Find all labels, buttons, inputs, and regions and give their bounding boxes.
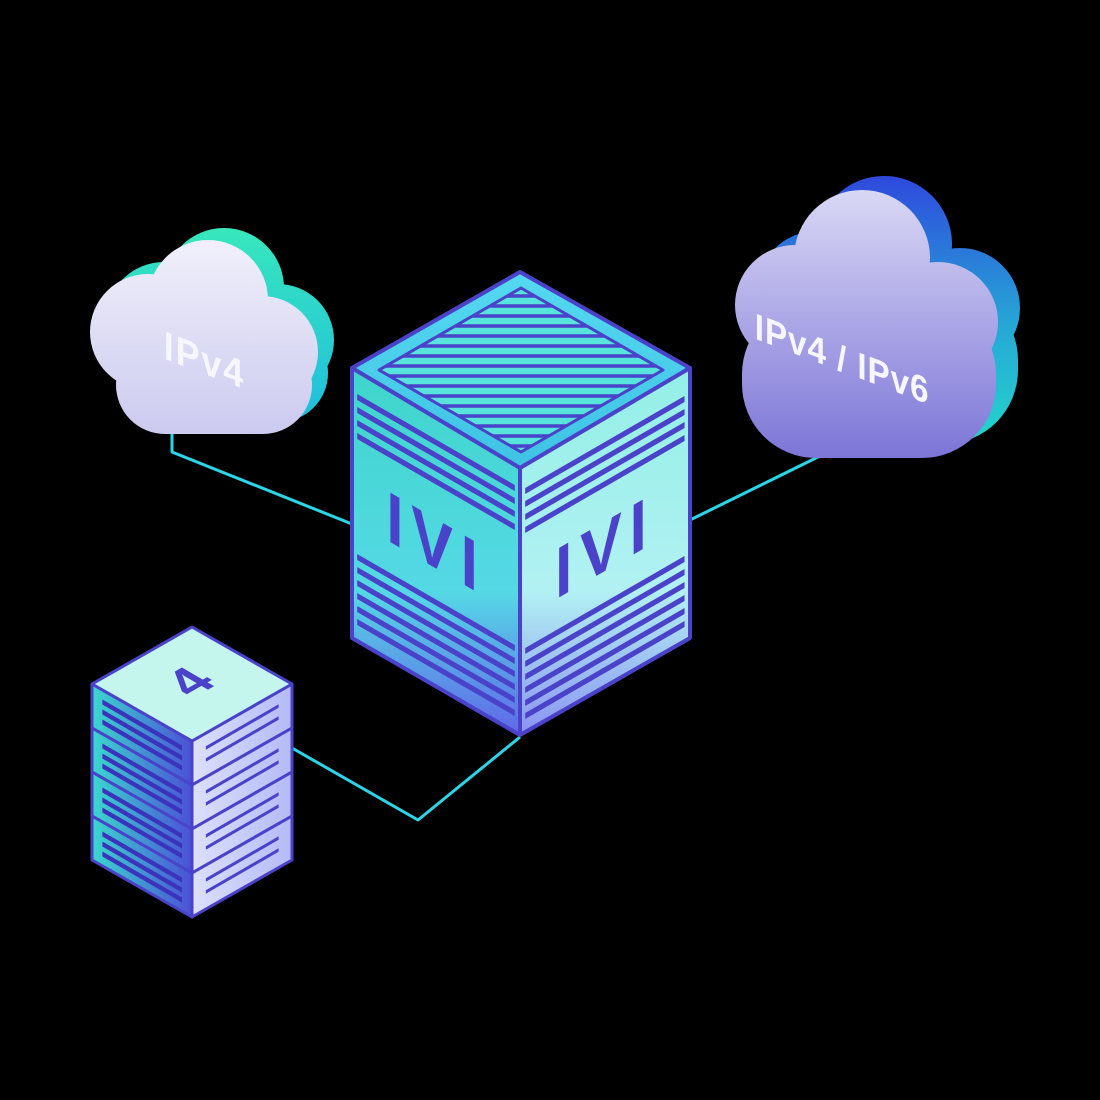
- ivi-translator-box: IVI IVI: [350, 270, 692, 737]
- dual-stack-cloud: IPv4 / IPv6: [735, 176, 1020, 458]
- cube-top-inset-panel: [377, 286, 665, 454]
- connection-server-stack-to-ivi: [291, 735, 521, 822]
- cube-right-bottom-stripes-icon: [525, 556, 685, 719]
- server-unit: [90, 814, 294, 919]
- connection-ipv4-cloud-to-ivi: [170, 428, 353, 526]
- vent-lines-icon: [205, 704, 279, 762]
- vent-lines-icon: [205, 792, 279, 850]
- vent-lines-icon: [205, 836, 279, 894]
- vent-slats-icon: [102, 699, 183, 771]
- cloud-body-icon: [90, 240, 318, 434]
- vent-lines-icon: [205, 748, 279, 806]
- cube-left-top-stripes-icon: [357, 394, 515, 530]
- vent-slats-icon: [102, 787, 183, 859]
- cube-right-top-stripes-icon: [525, 396, 685, 533]
- ipv4-cloud: IPv4: [90, 228, 334, 434]
- cloud-body-icon: [735, 190, 998, 458]
- vent-slats-icon: [102, 743, 183, 815]
- server-stack: 4: [90, 625, 294, 919]
- cube-left-bottom-stripes-icon: [357, 554, 515, 716]
- server-stack-top-face: [90, 625, 294, 743]
- vent-slats-icon: [102, 831, 183, 903]
- cube-top-stripes-icon: [380, 294, 662, 448]
